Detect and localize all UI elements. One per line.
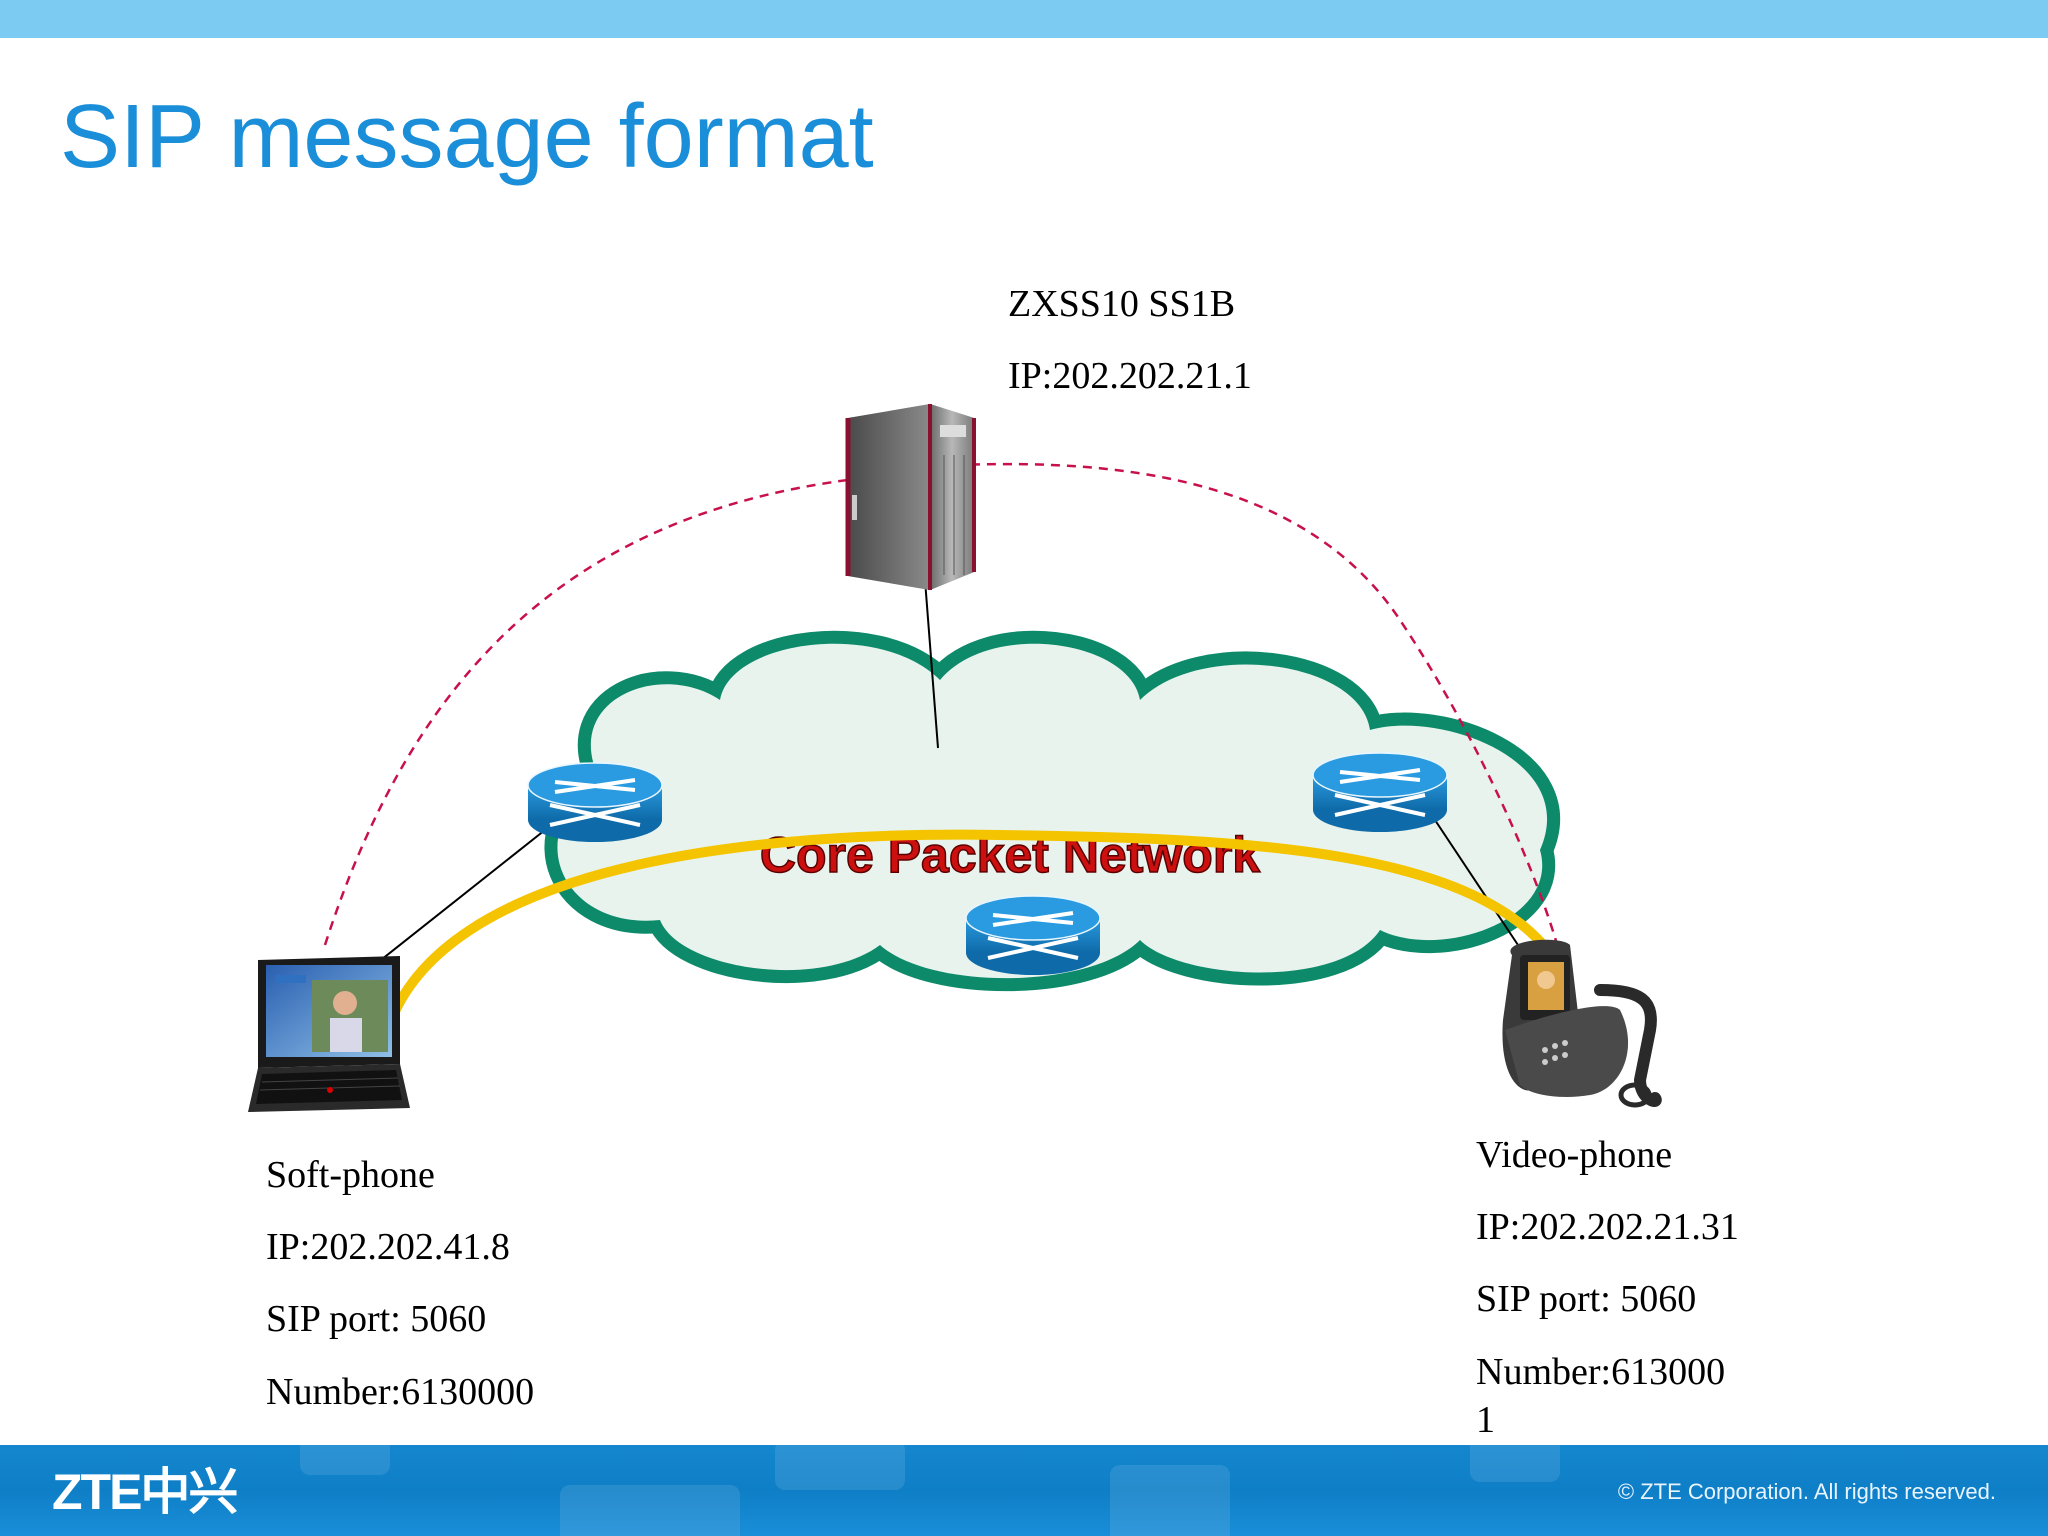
server-name-label: ZXSS10 SS1B [1008,283,1236,325]
core-packet-network-cloud [544,630,1560,992]
videophone-number-label: Number:613000 [1476,1351,1726,1393]
zte-logo: ZTE中兴 [52,1464,238,1520]
footer-decoration [560,1485,740,1536]
videophone-ip-label: IP:202.202.21.31 [1476,1206,1739,1248]
footer-decoration [1110,1465,1230,1536]
footer-decoration [1470,1445,1560,1482]
signaling-path-right [954,462,1562,956]
router-icon-right [1312,752,1448,832]
softphone-port-label: SIP port: 5060 [266,1298,487,1340]
videophone-icon [1502,939,1662,1108]
softphone-number-label: Number:6130000 [266,1371,535,1413]
server-uplink [924,579,939,749]
copyright-text: © ZTE Corporation. All rights reserved. [1617,1479,1996,1504]
router-icon-left [527,762,663,842]
server-icon [845,404,976,590]
videophone-port-label: SIP port: 5060 [1476,1278,1697,1320]
router-icon-bottom [965,895,1101,975]
footer-bar: ZTE中兴 © ZTE Corporation. All rights rese… [0,1445,2048,1536]
videophone-name-label: Video-phone [1476,1134,1673,1176]
signaling-path-left [323,470,956,946]
videophone-number-label-cont: 1 [1476,1399,1495,1441]
footer-decoration [775,1445,905,1490]
laptop-icon [248,956,410,1112]
footer-decoration [300,1445,390,1475]
top-accent-bar [0,0,2048,38]
softphone-link [361,829,546,976]
server-ip-label: IP:202.202.21.1 [1008,355,1252,397]
videophone-link [1424,804,1519,946]
softphone-name-label: Soft-phone [266,1154,435,1196]
slide-title: SIP message format [60,87,874,187]
softphone-ip-label: IP:202.202.41.8 [266,1226,510,1268]
media-path [387,829,1560,1023]
